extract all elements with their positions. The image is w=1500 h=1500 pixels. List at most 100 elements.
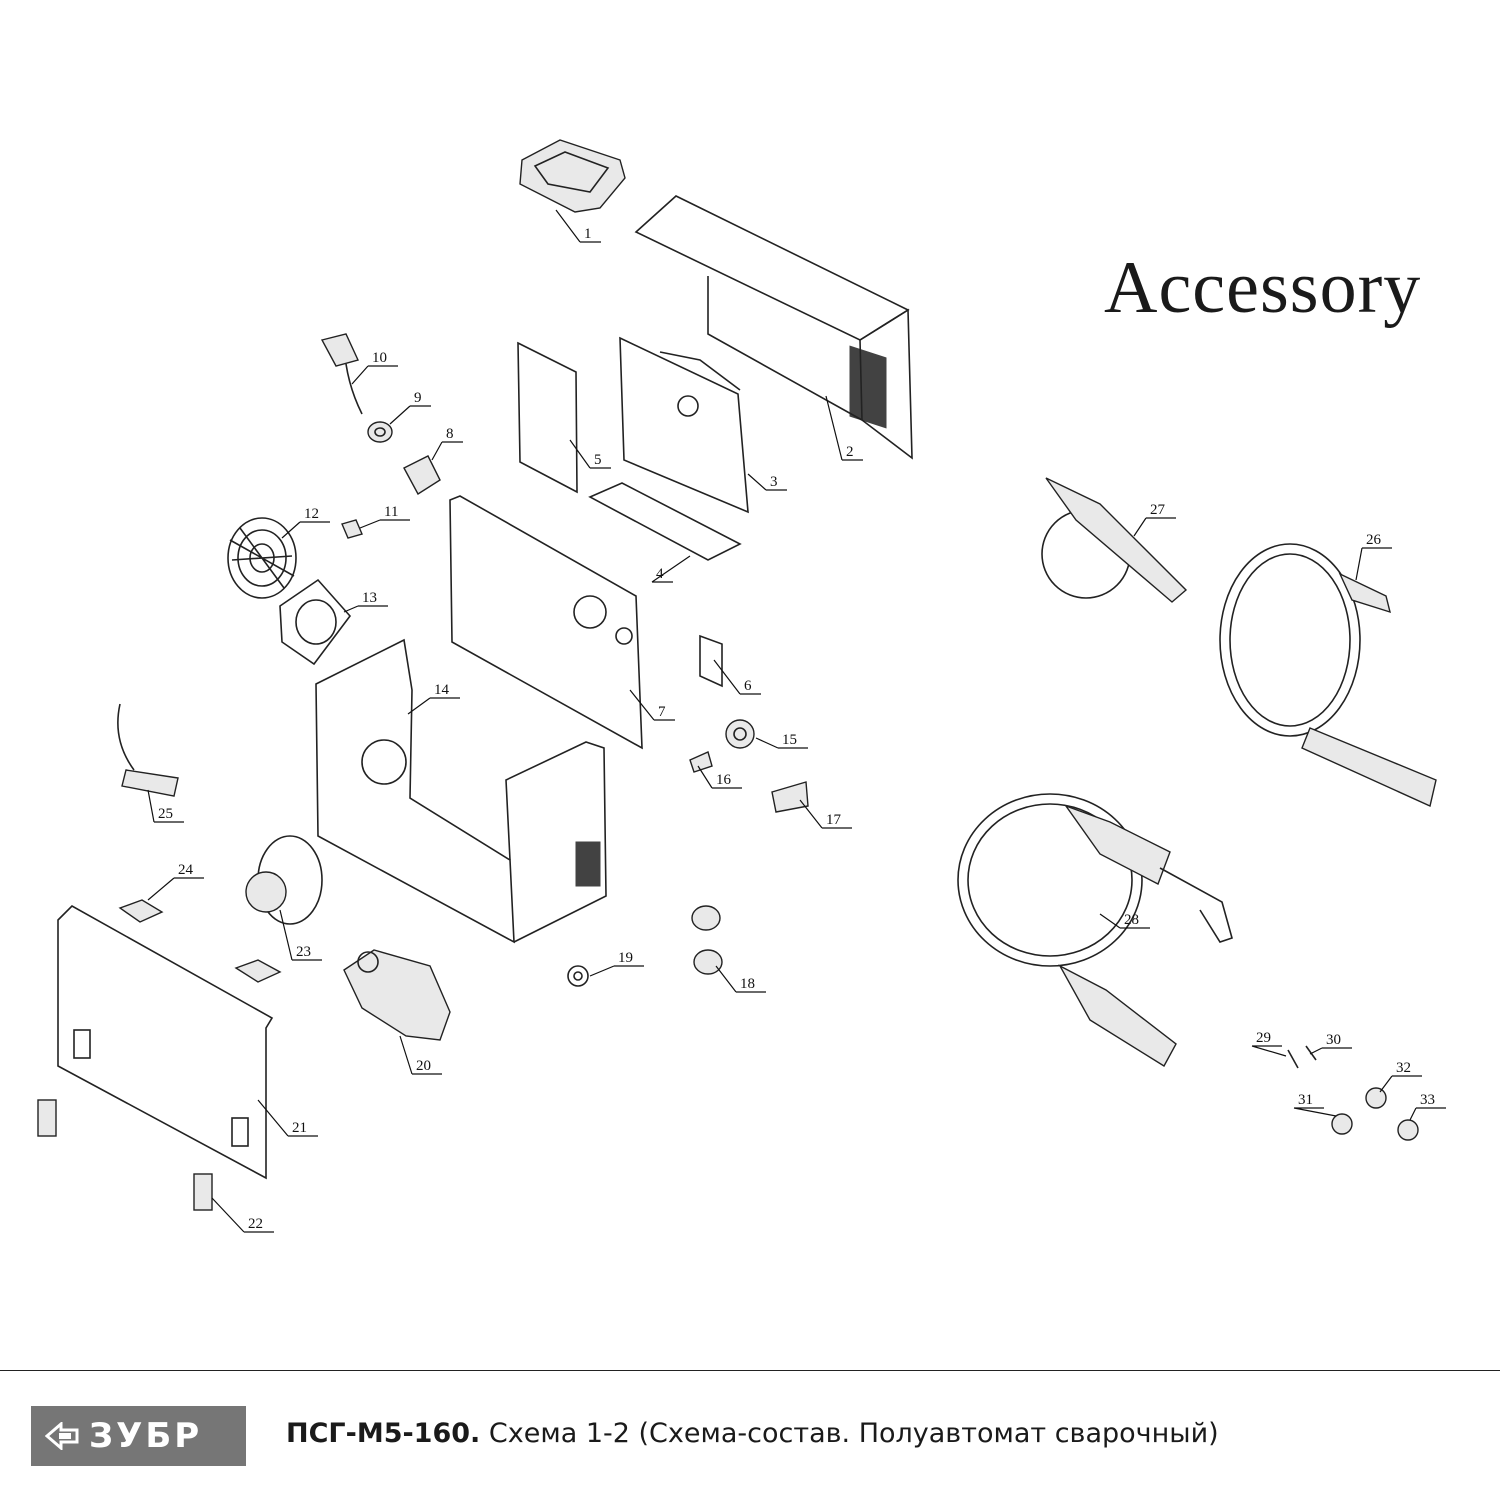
- callout-19: 19: [589, 950, 644, 977]
- callout-label: 11: [384, 504, 398, 520]
- callout-leader-line: [651, 555, 691, 583]
- part-3-main-board: [619, 336, 749, 514]
- part-29-30-contact-tips: [1287, 1045, 1317, 1069]
- callout-label: 29: [1256, 1030, 1271, 1046]
- callout-label: 24: [178, 862, 194, 878]
- part-9-grommet: [367, 421, 393, 443]
- callout-28: 28: [1099, 912, 1150, 929]
- part-27-electrode-holder: [1041, 477, 1188, 603]
- callout-label: 8: [446, 426, 454, 442]
- callout-leader-line: [629, 689, 675, 721]
- callout-leader-line: [257, 1099, 318, 1137]
- callout-26: 26: [1355, 532, 1392, 581]
- callout-12: 12: [281, 506, 330, 539]
- model-name: ПСГ-М5-160.: [286, 1418, 481, 1449]
- callout-leader-line: [1379, 1075, 1422, 1093]
- part-24-clips: [118, 899, 282, 983]
- callout-label: 20: [416, 1058, 431, 1074]
- callout-label: 25: [158, 806, 173, 822]
- callout-label: 1: [584, 226, 592, 242]
- callout-32: 32: [1379, 1060, 1422, 1093]
- callout-25: 25: [147, 789, 184, 823]
- part-10-power-plug: [320, 333, 363, 415]
- callout-label: 4: [656, 566, 664, 582]
- callout-leader-line: [799, 799, 852, 829]
- callout-4: 4: [651, 555, 691, 583]
- callout-31: 31: [1293, 1092, 1337, 1117]
- callout-label: 23: [296, 944, 311, 960]
- callout-15: 15: [755, 732, 808, 749]
- callout-29: 29: [1251, 1030, 1287, 1057]
- part-1-handle: [519, 139, 626, 213]
- callout-label: 22: [248, 1216, 263, 1232]
- callout-leader-line: [555, 209, 601, 243]
- callout-10: 10: [351, 350, 398, 385]
- callout-leader-line: [755, 737, 808, 749]
- callout-5: 5: [569, 439, 611, 469]
- accessory-title: Accessory: [1104, 247, 1421, 329]
- callout-label: 10: [372, 350, 387, 366]
- zubr-logo: ЗУБР: [31, 1406, 246, 1466]
- callout-17: 17: [799, 799, 852, 829]
- callout-label: 7: [658, 704, 666, 720]
- callout-leader-line: [389, 405, 431, 425]
- callout-leader-line: [147, 789, 184, 823]
- callout-label: 6: [744, 678, 752, 694]
- callout-leader-line: [1355, 547, 1392, 581]
- callout-leader-line: [713, 659, 761, 695]
- part-7-middle-panel: [449, 495, 643, 750]
- callout-leader-line: [279, 909, 322, 961]
- callout-11: 11: [359, 504, 410, 529]
- callout-2: 2: [825, 395, 863, 461]
- part-11-fuse-holder: [341, 519, 363, 539]
- callout-leader-line: [747, 473, 787, 491]
- callout-label: 2: [846, 444, 854, 460]
- callout-leader-line: [569, 439, 611, 469]
- caption-description: Схема 1-2 (Схема-состав. Полуавтомат сва…: [480, 1418, 1219, 1449]
- callout-6: 6: [713, 659, 761, 695]
- callout-30: 30: [1309, 1032, 1352, 1055]
- callout-label: 5: [594, 452, 602, 468]
- callout-label: 27: [1150, 502, 1166, 518]
- callout-labels: 1234567891011121314151617181920212223242…: [147, 209, 1446, 1233]
- part-8-switch: [403, 455, 441, 495]
- callout-leader-line: [697, 765, 742, 789]
- part-31-33-nozzles: [1331, 1087, 1419, 1141]
- callout-label: 19: [618, 950, 633, 966]
- callout-leader-line: [1409, 1107, 1446, 1121]
- part-17-terminal: [771, 781, 809, 813]
- callout-leader-line: [1133, 517, 1176, 537]
- callout-leader-line: [343, 605, 388, 613]
- part-23-spool-holder: [245, 835, 323, 925]
- callout-label: 32: [1396, 1060, 1411, 1076]
- callout-3: 3: [747, 473, 787, 491]
- callout-label: 14: [434, 682, 450, 698]
- part-28-mig-torch: [957, 793, 1233, 1067]
- part-5-side-board: [517, 341, 578, 494]
- callout-label: 30: [1326, 1032, 1341, 1048]
- callout-8: 8: [431, 426, 463, 461]
- callout-leader-line: [431, 441, 463, 461]
- callout-22: 22: [211, 1197, 274, 1233]
- callout-23: 23: [279, 909, 322, 961]
- callout-16: 16: [697, 765, 742, 789]
- callout-leader-line: [1293, 1107, 1337, 1117]
- callout-leader-line: [407, 697, 460, 715]
- callout-label: 31: [1298, 1092, 1313, 1108]
- callout-leader-line: [211, 1197, 274, 1233]
- page-caption: ПСГ-М5-160. Схема 1-2 (Схема-состав. Пол…: [286, 1418, 1219, 1449]
- callout-leader-line: [715, 965, 766, 993]
- callout-label: 17: [826, 812, 842, 828]
- callout-1: 1: [555, 209, 601, 243]
- part-2-top-cover: [634, 195, 913, 460]
- logo-text: ЗУБР: [89, 1416, 203, 1456]
- part-15-connector: [725, 719, 755, 749]
- callout-leader-line: [589, 965, 644, 977]
- callout-label: 15: [782, 732, 797, 748]
- callout-9: 9: [389, 390, 431, 425]
- callout-leader-line: [1099, 913, 1150, 929]
- callout-14: 14: [407, 682, 460, 715]
- part-26-earth-clamp: [1219, 543, 1437, 807]
- callout-leader-line: [281, 521, 330, 539]
- part-19-washer: [567, 965, 589, 987]
